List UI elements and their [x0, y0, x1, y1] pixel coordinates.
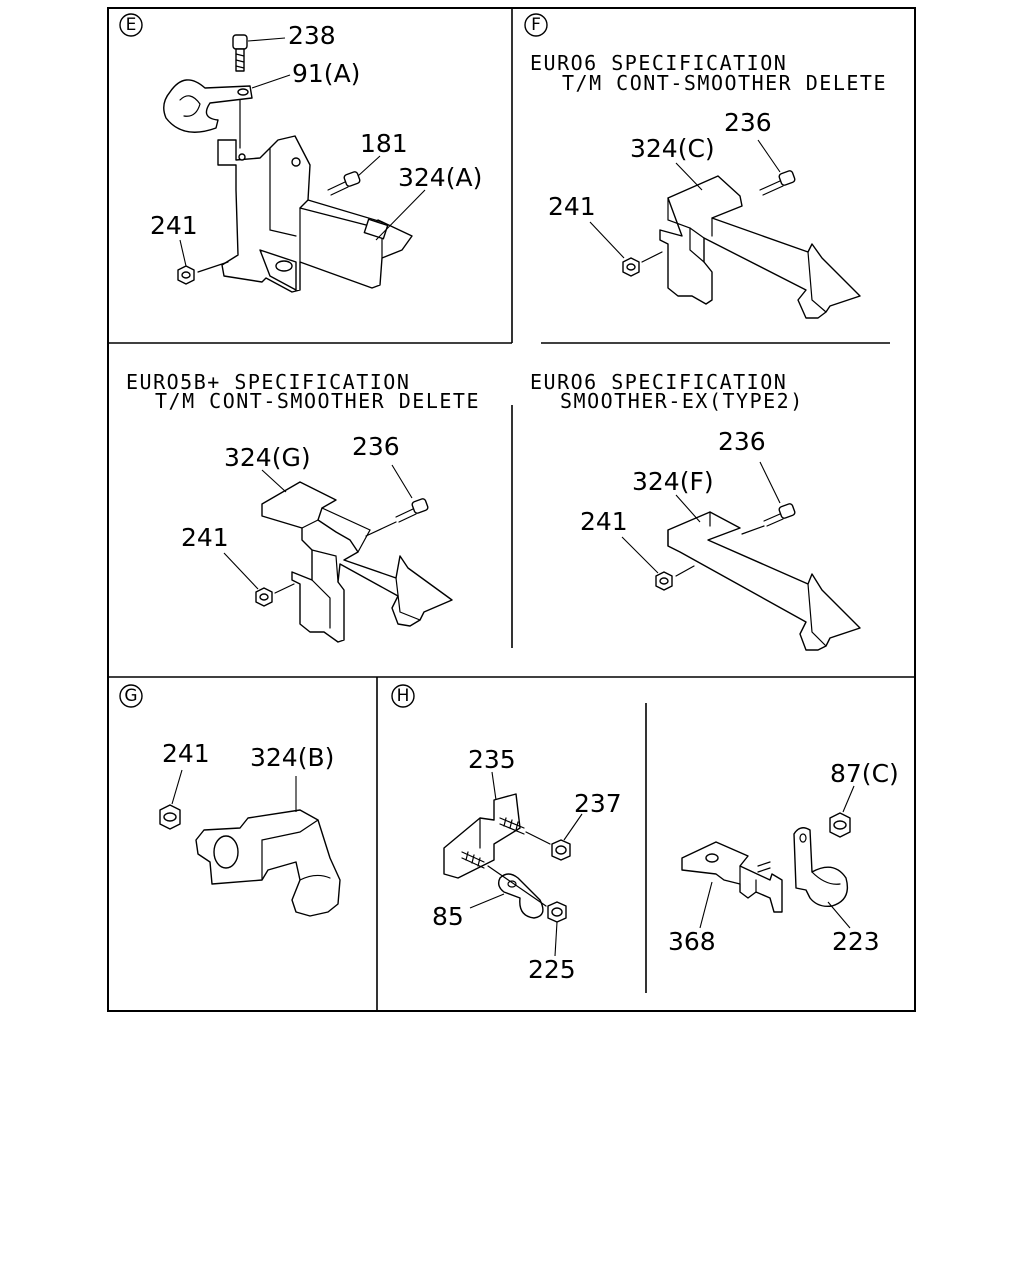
panel-f-spec-line2: T/M CONT-SMOOTHER DELETE [562, 71, 887, 95]
label-85: 85 [432, 902, 464, 931]
label-235: 235 [468, 745, 516, 774]
bolt-236-f-drawing [759, 170, 796, 196]
label-236-ex: 236 [718, 427, 766, 456]
label-237: 237 [574, 789, 622, 818]
panel-euro6ex: EURO6 SPECIFICATION SMOOTHER-EX(TYPE2) 3… [530, 370, 861, 651]
panel-g: G 241 324(B) [119, 684, 341, 917]
bracket-235-drawing [443, 793, 525, 879]
nut-87c-drawing [829, 812, 851, 838]
label-241-e: 241 [150, 211, 198, 240]
label-236-f: 236 [724, 108, 772, 137]
panel-e: E 238 91(A) [119, 13, 482, 293]
label-91a: 91(A) [292, 59, 360, 88]
label-236-g: 236 [352, 432, 400, 461]
label-241-gpanel: 241 [162, 739, 210, 768]
bolt-238-drawing [232, 34, 248, 72]
bracket-368-drawing [681, 841, 783, 913]
panel-f-marker-circle [524, 13, 548, 37]
label-87c: 87(C) [830, 759, 899, 788]
label-324c: 324(C) [630, 134, 715, 163]
nut-241-f-drawing [622, 257, 640, 277]
assembly-line-ex2 [675, 565, 695, 577]
panel-g-marker: G [124, 686, 137, 706]
bolt-181-drawing [327, 171, 361, 196]
label-225: 225 [528, 955, 576, 984]
panel-h: H 235 [391, 684, 899, 984]
nut-241-gpanel-drawing [159, 804, 181, 830]
assembly-line-g2 [274, 583, 295, 594]
panel-euro5: EURO5B+ SPECIFICATION T/M CONT-SMOOTHER … [126, 370, 480, 643]
panel-e-marker-circle [119, 13, 143, 37]
assembly-line-e2 [197, 261, 229, 273]
label-223: 223 [832, 927, 880, 956]
nut-241-ex-drawing [655, 571, 673, 591]
label-181: 181 [360, 129, 408, 158]
assembly-line-h2 [487, 865, 547, 907]
assembly-line-f [641, 251, 663, 263]
label-241-euro5: 241 [181, 523, 229, 552]
bracket-324b-drawing [195, 809, 341, 917]
panel-f-spec-line1: EURO6 SPECIFICATION [530, 51, 787, 75]
panel-h-marker: H [397, 686, 410, 706]
bracket-324c-drawing [659, 175, 861, 319]
panel-f-marker: F [531, 15, 541, 35]
clamp-85-drawing [497, 873, 544, 919]
label-324a: 324(A) [398, 163, 482, 192]
nut-241-e-drawing [177, 265, 195, 285]
bolt-236-g-drawing [395, 498, 429, 523]
panel-euro6ex-spec-line2: SMOOTHER-EX(TYPE2) [560, 389, 804, 413]
panel-h-marker-circle [391, 684, 415, 708]
panel-e-marker: E [126, 15, 137, 35]
panel-euro5-spec-line1: EURO5B+ SPECIFICATION [126, 370, 410, 394]
label-241-f: 241 [548, 192, 596, 221]
assembly-line-g1 [365, 521, 397, 537]
clip-91a-drawing [163, 79, 253, 133]
nut-237-drawing [551, 839, 571, 861]
assembly-line-h1 [525, 831, 551, 845]
nut-241-g-drawing [255, 587, 273, 607]
panel-g-marker-circle [119, 684, 143, 708]
bracket-324f-drawing [667, 511, 861, 651]
label-238: 238 [288, 21, 336, 50]
bracket-324g-drawing [261, 481, 453, 643]
clip-223-drawing [793, 827, 849, 908]
panel-f: F EURO6 SPECIFICATION T/M CONT-SMOOTHER … [524, 13, 887, 319]
label-324g: 324(G) [224, 443, 311, 472]
assembly-line-ex1 [741, 525, 765, 535]
nut-225-drawing [547, 901, 567, 923]
panel-euro5-spec-line2: T/M CONT-SMOOTHER DELETE [155, 389, 480, 413]
panel-euro6ex-spec-line1: EURO6 SPECIFICATION [530, 370, 787, 394]
label-241-ex: 241 [580, 507, 628, 536]
bracket-324a-drawing [217, 135, 413, 293]
label-324f: 324(F) [632, 467, 714, 496]
label-368: 368 [668, 927, 716, 956]
label-324b: 324(B) [250, 743, 334, 772]
bolt-236-ex-drawing [763, 503, 796, 527]
